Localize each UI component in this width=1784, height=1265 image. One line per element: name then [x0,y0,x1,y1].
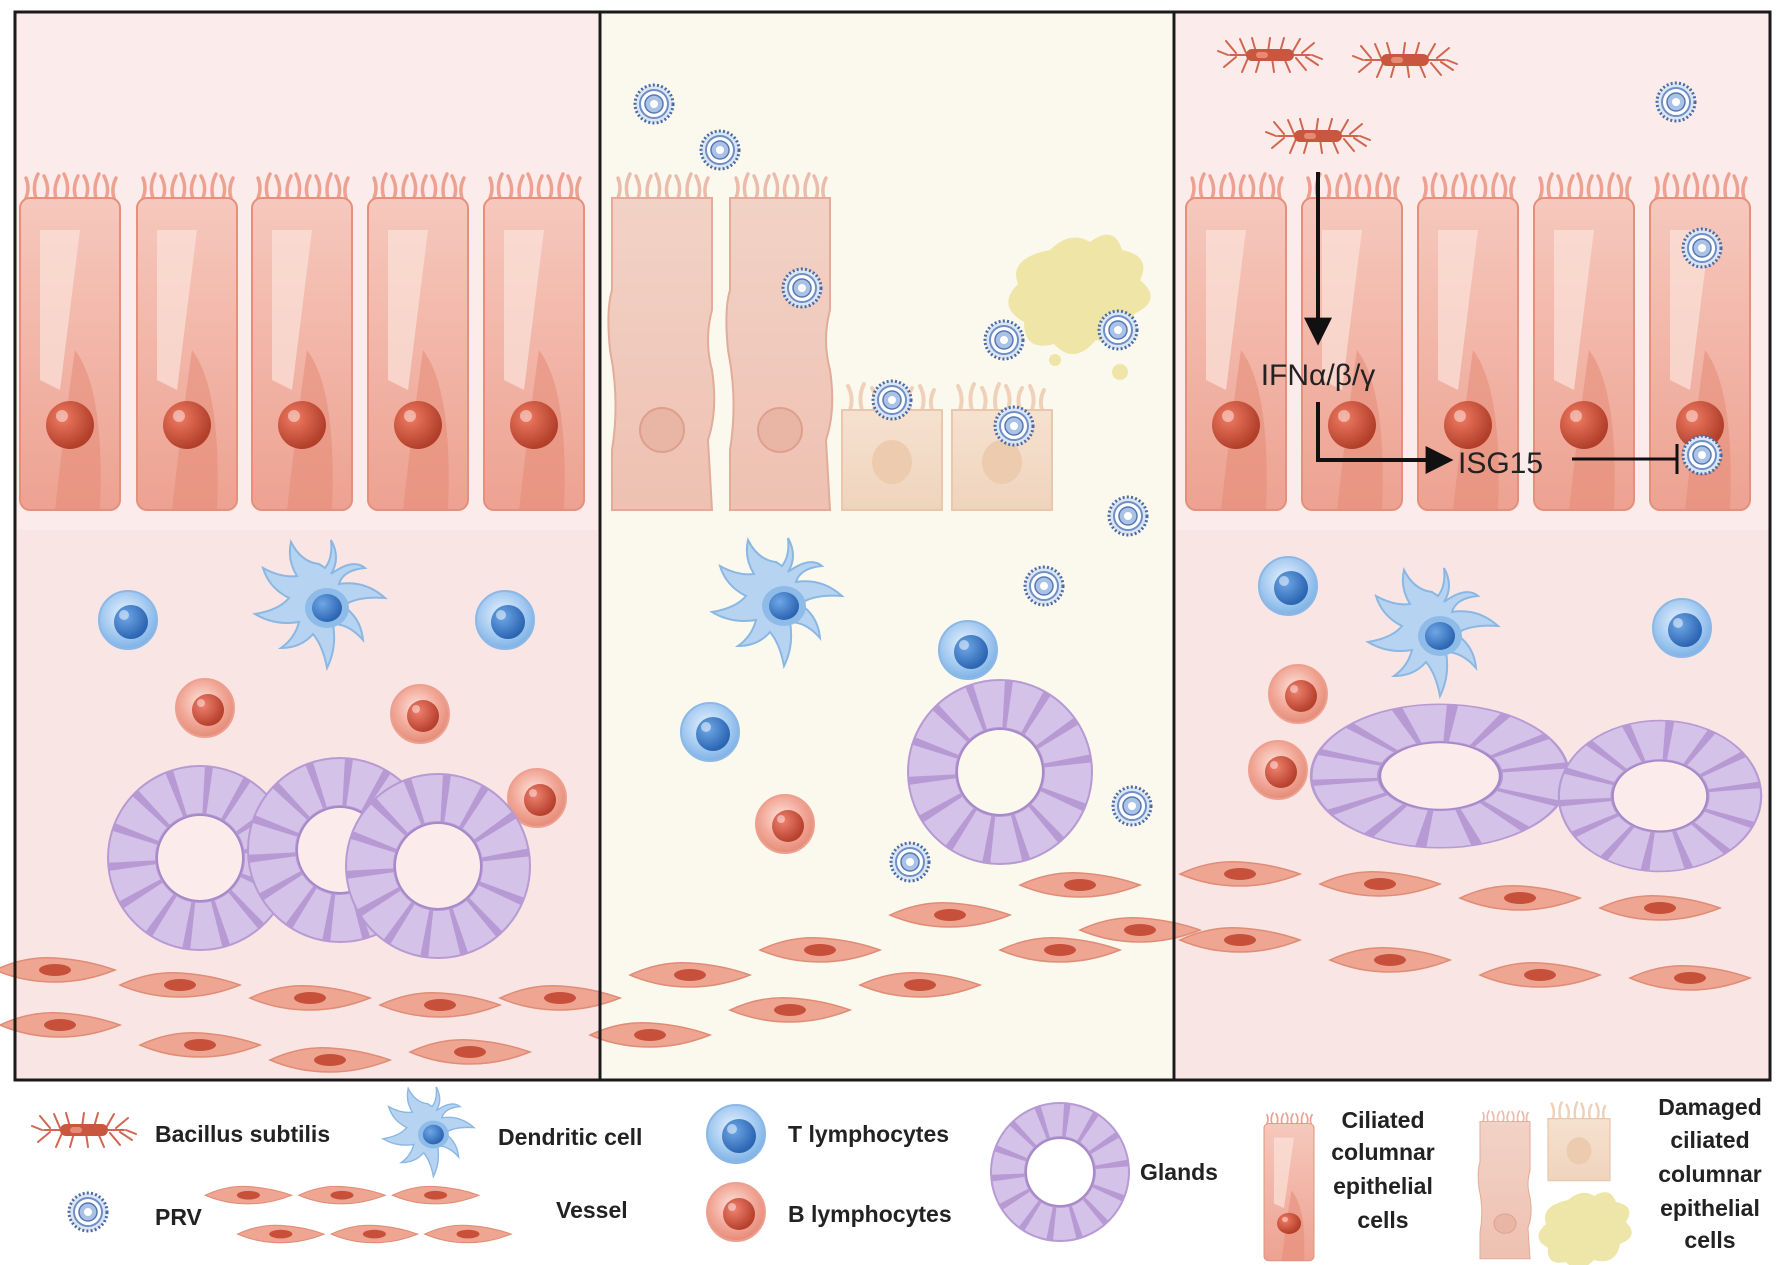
legend-ciliated-line2: columnar [1331,1139,1435,1165]
glands-normal [107,757,531,959]
legend-bacillus: Bacillus subtilis [31,1112,330,1148]
b-lymphocyte [175,678,235,738]
ciliated-cell-icon [1263,1112,1315,1262]
gland-icon [990,1102,1130,1242]
ifn-isg15-pathway: IFNα/β/γ ISG15 [1261,172,1679,480]
legend-vessel: Vessel [204,1185,628,1244]
right-arrow-icon [1316,402,1454,474]
t-lymphocyte [98,590,158,650]
legend-dendritic: Dendritic cell [382,1086,642,1178]
legend-ciliated-line1: Ciliated [1341,1107,1424,1133]
panel-protected [1176,12,1770,1080]
legend-ciliated-line3: epithelial [1333,1173,1433,1199]
legend-b-lymphocytes: B lymphocytes [706,1182,952,1242]
damaged-cell-icon [1477,1110,1532,1260]
b-lymphocyte [390,684,450,744]
b-lymphocyte-icon [706,1182,766,1242]
legend-glands: Glands [990,1102,1218,1242]
t-lymphocyte-icon [706,1104,766,1164]
legend-damaged: Damaged ciliated columnar epithelial cel… [1477,1094,1762,1265]
legend-ciliated: Ciliated columnar epithelial cells [1263,1107,1435,1262]
legend-ciliated-line4: cells [1357,1207,1408,1233]
legend-bacillus-label: Bacillus subtilis [155,1121,330,1147]
legend-damaged-line1: Damaged [1658,1094,1762,1120]
panel-borders [13,10,1772,1082]
legend-damaged-line4: epithelial [1660,1195,1760,1221]
legend-glands-label: Glands [1140,1159,1218,1185]
legend-damaged-line3: columnar [1658,1161,1762,1187]
legend-t-lymph-label: T lymphocytes [788,1121,949,1147]
gland-infected [907,679,1093,865]
t-lymphocyte [475,590,535,650]
legend-b-lymph-label: B lymphocytes [788,1201,952,1227]
legend-t-lymphocytes: T lymphocytes [706,1104,949,1164]
isg15-label: ISG15 [1458,447,1543,480]
legend-damaged-line5: cells [1684,1227,1735,1253]
legend-dendritic-label: Dendritic cell [498,1124,642,1150]
epithelium-normal [18,172,586,512]
panel-infected [602,12,1172,1080]
ifn-label: IFNα/β/γ [1261,359,1376,392]
glands-protected [1309,703,1763,873]
legend-damaged-line2: ciliated [1670,1127,1749,1153]
legend-prv: PRV [67,1191,203,1233]
legend-vessel-label: Vessel [556,1197,628,1223]
prv-icon [67,1191,109,1233]
legend: Bacillus subtilis PRV Dendritic cell Ves… [15,1085,1770,1265]
legend-prv-label: PRV [155,1204,203,1230]
